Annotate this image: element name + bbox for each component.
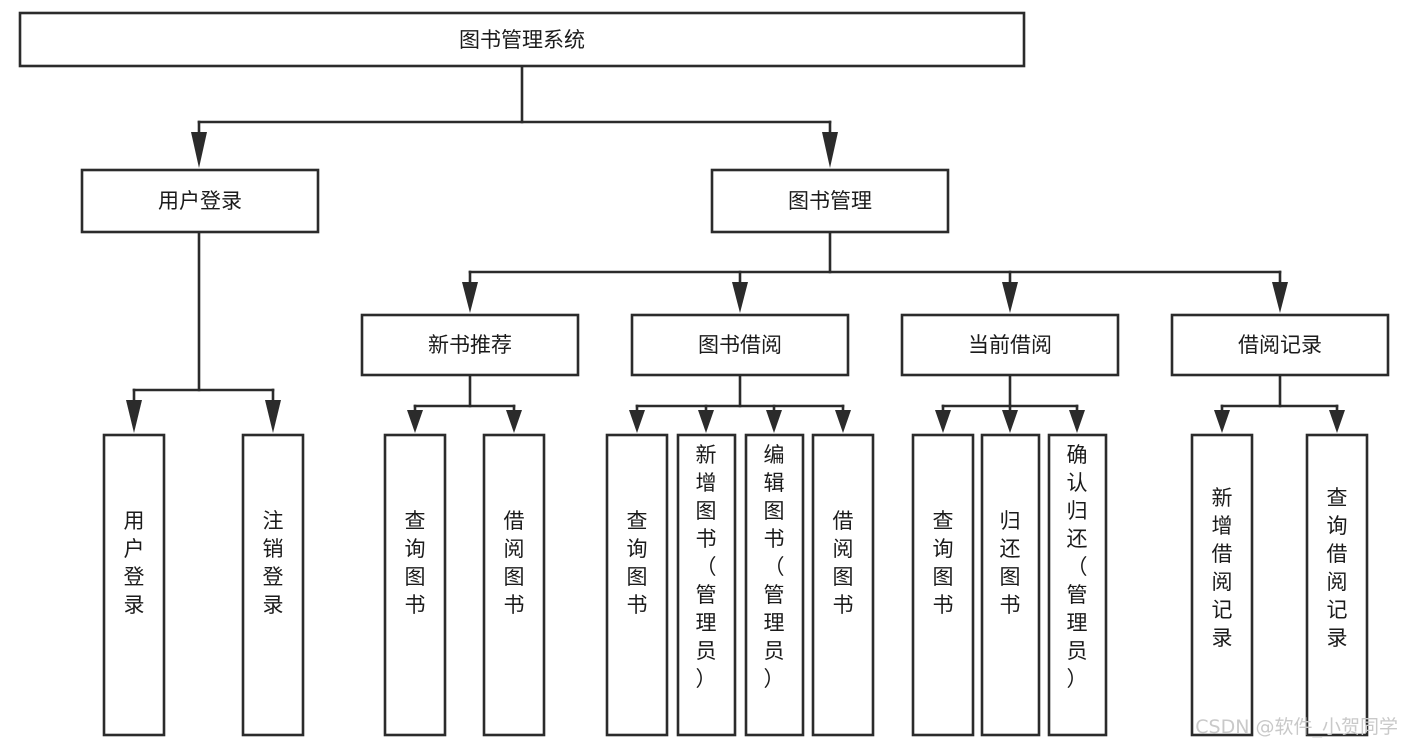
leaf-confirm-return[interactable]: 确认归还（管理员） <box>1047 433 1108 737</box>
node-root[interactable]: 图书管理系统 <box>18 11 1026 68</box>
arrow-head-leaf-add-record <box>1214 410 1230 433</box>
node-new-book-recommend-box[interactable] <box>360 313 580 377</box>
leaf-query-book-3-label: 查询图书 <box>933 509 954 617</box>
arrow-head-book-management <box>822 132 838 168</box>
arrow-head-leaf-user-login <box>126 400 142 433</box>
leaf-borrow-book-1[interactable]: 借阅图书 <box>482 433 546 737</box>
leaf-query-book-2-label: 查询图书 <box>627 509 648 617</box>
node-root-label: 图书管理系统 <box>459 28 585 52</box>
leaf-add-book-label: 新增图书（管理员） <box>696 443 717 691</box>
leaf-user-login-label: 用户登录 <box>124 509 145 617</box>
leaf-borrow-book-1-label: 借阅图书 <box>504 509 525 617</box>
leaf-user-login-box[interactable] <box>102 433 166 737</box>
node-book-borrow[interactable]: 图书借阅 <box>630 313 850 377</box>
arrow-head-leaf-return-book <box>1002 410 1018 433</box>
leaf-add-record[interactable]: 新增借阅记录 <box>1190 433 1254 737</box>
node-book-management[interactable]: 图书管理 <box>710 168 950 234</box>
leaf-query-record-label: 查询借阅记录 <box>1327 486 1348 650</box>
node-root-box[interactable] <box>18 11 1026 68</box>
arrow-head-leaf-query-book-1 <box>407 410 423 433</box>
node-borrow-record-box[interactable] <box>1170 313 1390 377</box>
leaf-query-book-3[interactable]: 查询图书 <box>911 433 975 737</box>
node-book-management-box[interactable] <box>710 168 950 234</box>
node-current-borrow-label: 当前借阅 <box>968 333 1052 357</box>
leaf-edit-book-label: 编辑图书（管理员） <box>764 443 785 691</box>
leaf-add-book-box[interactable] <box>676 433 737 737</box>
arrow-head-leaf-add-book <box>698 410 714 433</box>
arrow-head-leaf-query-book-2 <box>629 410 645 433</box>
arrow-head-book-borrow <box>732 282 748 313</box>
leaf-add-record-box[interactable] <box>1190 433 1254 737</box>
leaf-borrow-book-2-box[interactable] <box>811 433 875 737</box>
leaf-query-book-1-box[interactable] <box>383 433 447 737</box>
arrow-head-user-login <box>191 132 207 168</box>
arrow-head-leaf-edit-book <box>766 410 782 433</box>
arrow-head-leaf-user-logout <box>265 400 281 433</box>
leaf-edit-book[interactable]: 编辑图书（管理员） <box>744 433 805 737</box>
arrow-head-new-book-recommend <box>462 282 478 313</box>
arrow-head-leaf-borrow-book-1 <box>506 410 522 433</box>
arrow-head-leaf-query-record <box>1329 410 1345 433</box>
leaf-confirm-return-box[interactable] <box>1047 433 1108 737</box>
arrow-head-current-borrow <box>1002 282 1018 313</box>
node-new-book-recommend[interactable]: 新书推荐 <box>360 313 580 377</box>
leaf-return-book[interactable]: 归还图书 <box>980 433 1041 737</box>
leaf-query-book-1-label: 查询图书 <box>405 509 426 617</box>
node-user-login-label: 用户登录 <box>158 189 242 213</box>
arrow-head-borrow-record <box>1272 282 1288 313</box>
connector-layer <box>126 64 1345 433</box>
leaf-query-book-2-box[interactable] <box>605 433 669 737</box>
arrow-head-leaf-query-book-3 <box>935 410 951 433</box>
leaf-borrow-book-2-label: 借阅图书 <box>833 509 854 617</box>
node-user-login[interactable]: 用户登录 <box>80 168 320 234</box>
node-borrow-record-label: 借阅记录 <box>1238 333 1322 357</box>
leaf-return-book-label: 归还图书 <box>1000 509 1021 617</box>
node-book-management-label: 图书管理 <box>788 189 872 213</box>
arrow-head-leaf-confirm-return <box>1069 410 1085 433</box>
node-new-book-recommend-label: 新书推荐 <box>428 333 512 357</box>
leaf-confirm-return-label: 确认归还（管理员） <box>1067 443 1088 691</box>
node-user-login-box[interactable] <box>80 168 320 234</box>
leaf-user-logout[interactable]: 注销登录 <box>241 433 305 737</box>
leaf-query-book-1[interactable]: 查询图书 <box>383 433 447 737</box>
leaf-user-logout-box[interactable] <box>241 433 305 737</box>
leaf-query-book-3-box[interactable] <box>911 433 975 737</box>
leaf-query-book-2[interactable]: 查询图书 <box>605 433 669 737</box>
leaf-edit-book-box[interactable] <box>744 433 805 737</box>
leaf-borrow-book-1-box[interactable] <box>482 433 546 737</box>
node-borrow-record[interactable]: 借阅记录 <box>1170 313 1390 377</box>
leaf-return-book-box[interactable] <box>980 433 1041 737</box>
leaf-user-logout-label: 注销登录 <box>263 509 284 617</box>
leaf-user-login[interactable]: 用户登录 <box>102 433 166 737</box>
node-current-borrow[interactable]: 当前借阅 <box>900 313 1120 377</box>
csdn-watermark: CSDN @软件_小贺同学 <box>1195 716 1398 738</box>
leaf-borrow-book-2[interactable]: 借阅图书 <box>811 433 875 737</box>
node-current-borrow-box[interactable] <box>900 313 1120 377</box>
arrow-head-leaf-borrow-book-2 <box>835 410 851 433</box>
node-book-borrow-box[interactable] <box>630 313 850 377</box>
leaf-query-record[interactable]: 查询借阅记录 <box>1305 433 1369 737</box>
leaf-add-record-label: 新增借阅记录 <box>1212 486 1233 650</box>
leaf-query-record-box[interactable] <box>1305 433 1369 737</box>
leaf-add-book[interactable]: 新增图书（管理员） <box>676 433 737 737</box>
node-book-borrow-label: 图书借阅 <box>698 333 782 357</box>
